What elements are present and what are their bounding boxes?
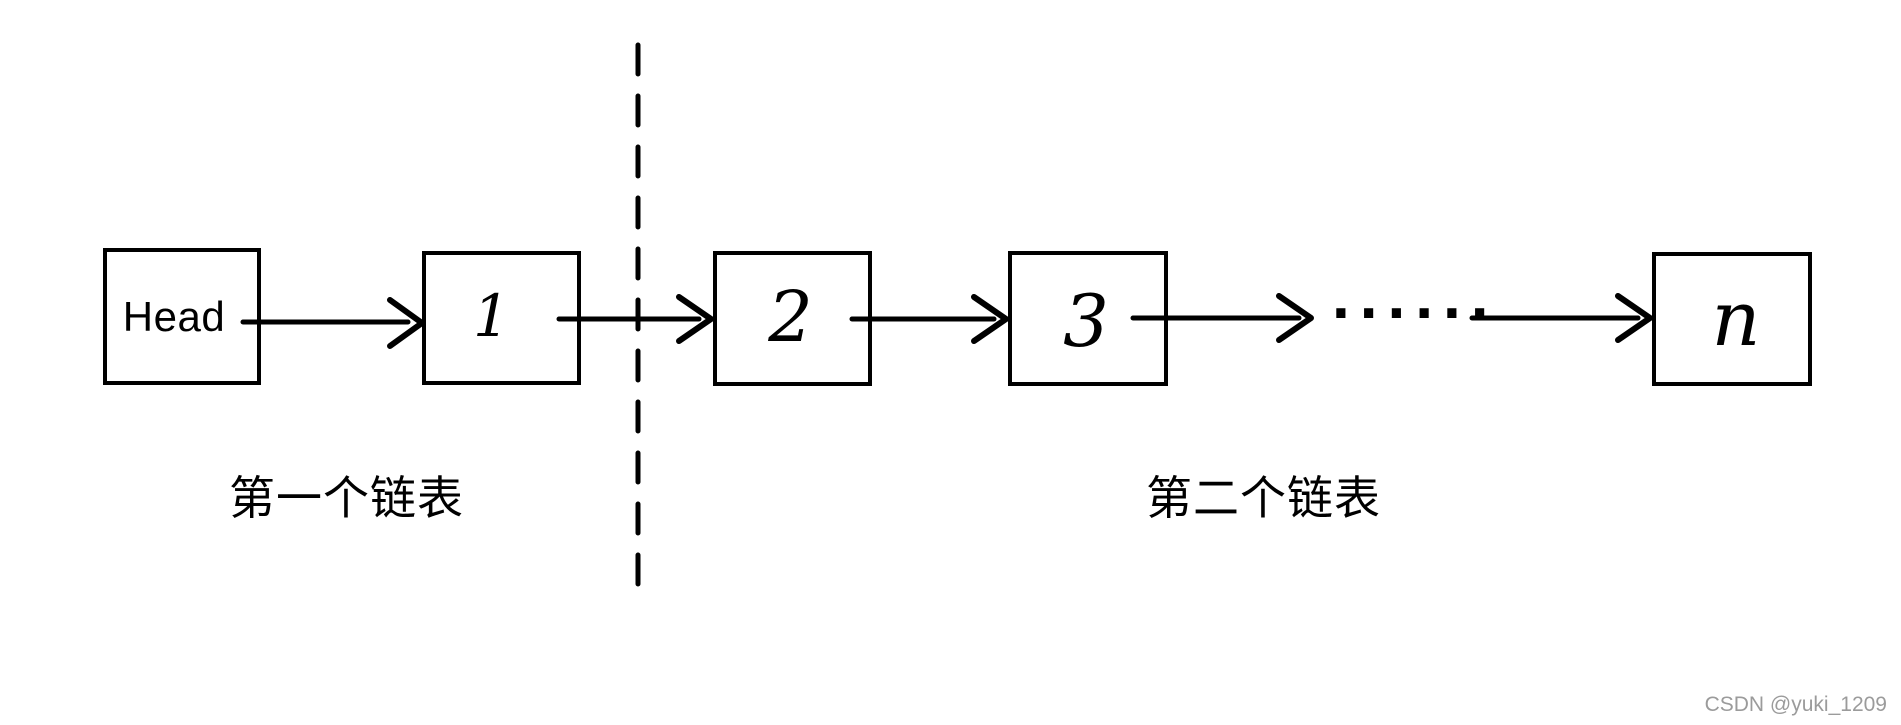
node-1-label: 1 — [473, 282, 510, 350]
arrow-3-to-ellipsis-icon — [1130, 293, 1314, 343]
node-3: 3 — [1008, 251, 1168, 386]
node-2-label: 2 — [768, 275, 813, 358]
arrow-ellipsis-to-n-icon — [1469, 293, 1653, 343]
node-3-label: 3 — [1063, 278, 1109, 363]
node-head-label: Head — [122, 292, 226, 340]
node-2: 2 — [713, 251, 872, 386]
arrow-2-to-3-icon — [849, 294, 1009, 344]
node-n-label: n — [1711, 274, 1761, 363]
ellipsis-dots: ······ — [1331, 284, 1498, 344]
watermark: CSDN @yuki_1209 — [1704, 693, 1887, 716]
node-1: 1 — [422, 251, 581, 385]
arrow-1-to-2-icon — [556, 294, 714, 344]
node-head: Head — [103, 248, 261, 385]
label-second-list: 第二个链表 — [1146, 472, 1381, 524]
label-first-list: 第一个链表 — [229, 472, 464, 524]
arrow-head-to-1-icon — [240, 297, 425, 349]
node-n: n — [1652, 252, 1812, 386]
